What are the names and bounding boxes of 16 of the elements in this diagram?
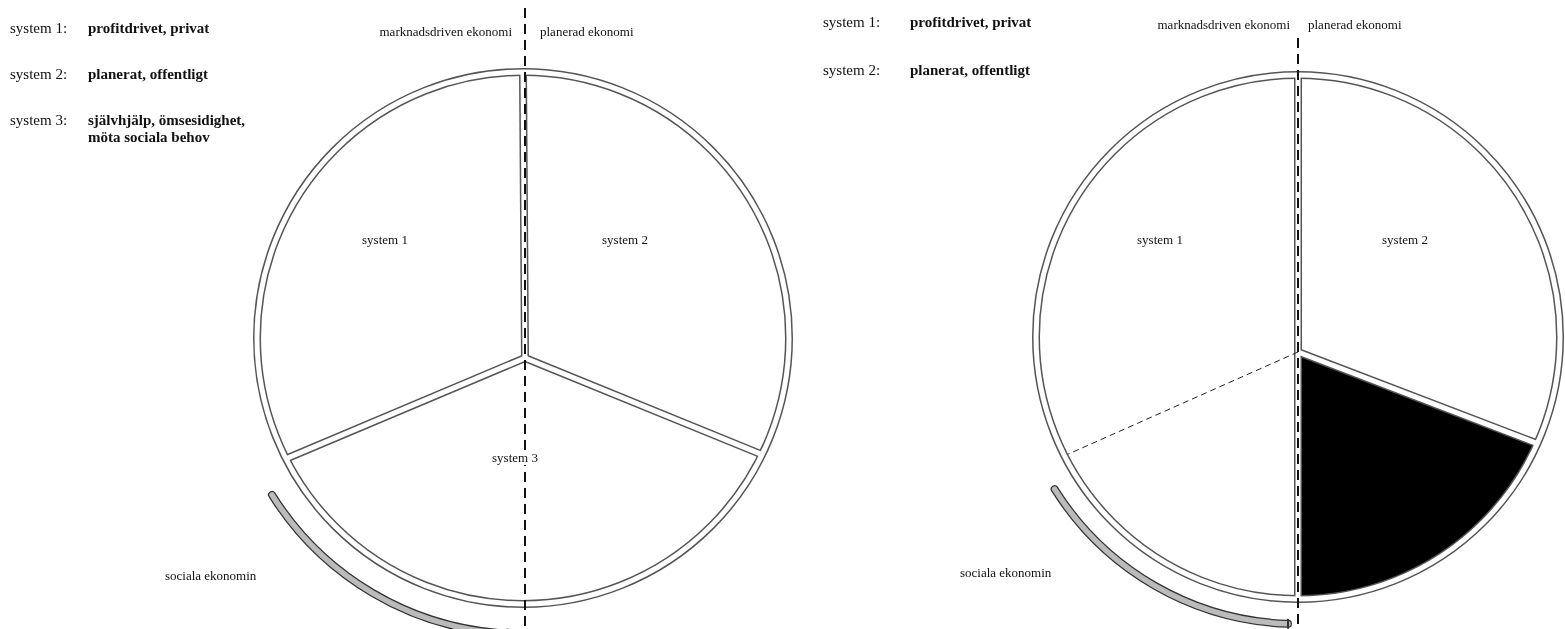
arrow-label: planerad ekonomi — [540, 25, 634, 40]
system-label: system 1: — [10, 20, 68, 38]
arrow-label: planerad ekonomi — [1308, 18, 1402, 33]
system-label: system 3: — [10, 112, 68, 130]
system-label: system 1: — [823, 14, 881, 32]
system-description: profitdrivet, privat — [88, 20, 210, 38]
arrow-label: sociala ekonomin — [165, 569, 257, 584]
system-label: system 2: — [10, 66, 68, 84]
region-label: marknadsdriven ekonomi — [1157, 18, 1290, 33]
arrow-label: sociala ekonomin — [960, 566, 1052, 581]
system-label: system 2: — [823, 62, 881, 80]
system-description: självhjälp, ömsesidighet, möta sociala behov — [88, 112, 247, 147]
region-label: marknadsdriven ekonomi — [379, 25, 512, 40]
system-description: profitdrivet, privat — [910, 14, 1032, 32]
system-description: planerat, offentligt — [910, 62, 1030, 80]
system-description: planerat, offentligt — [88, 66, 208, 84]
